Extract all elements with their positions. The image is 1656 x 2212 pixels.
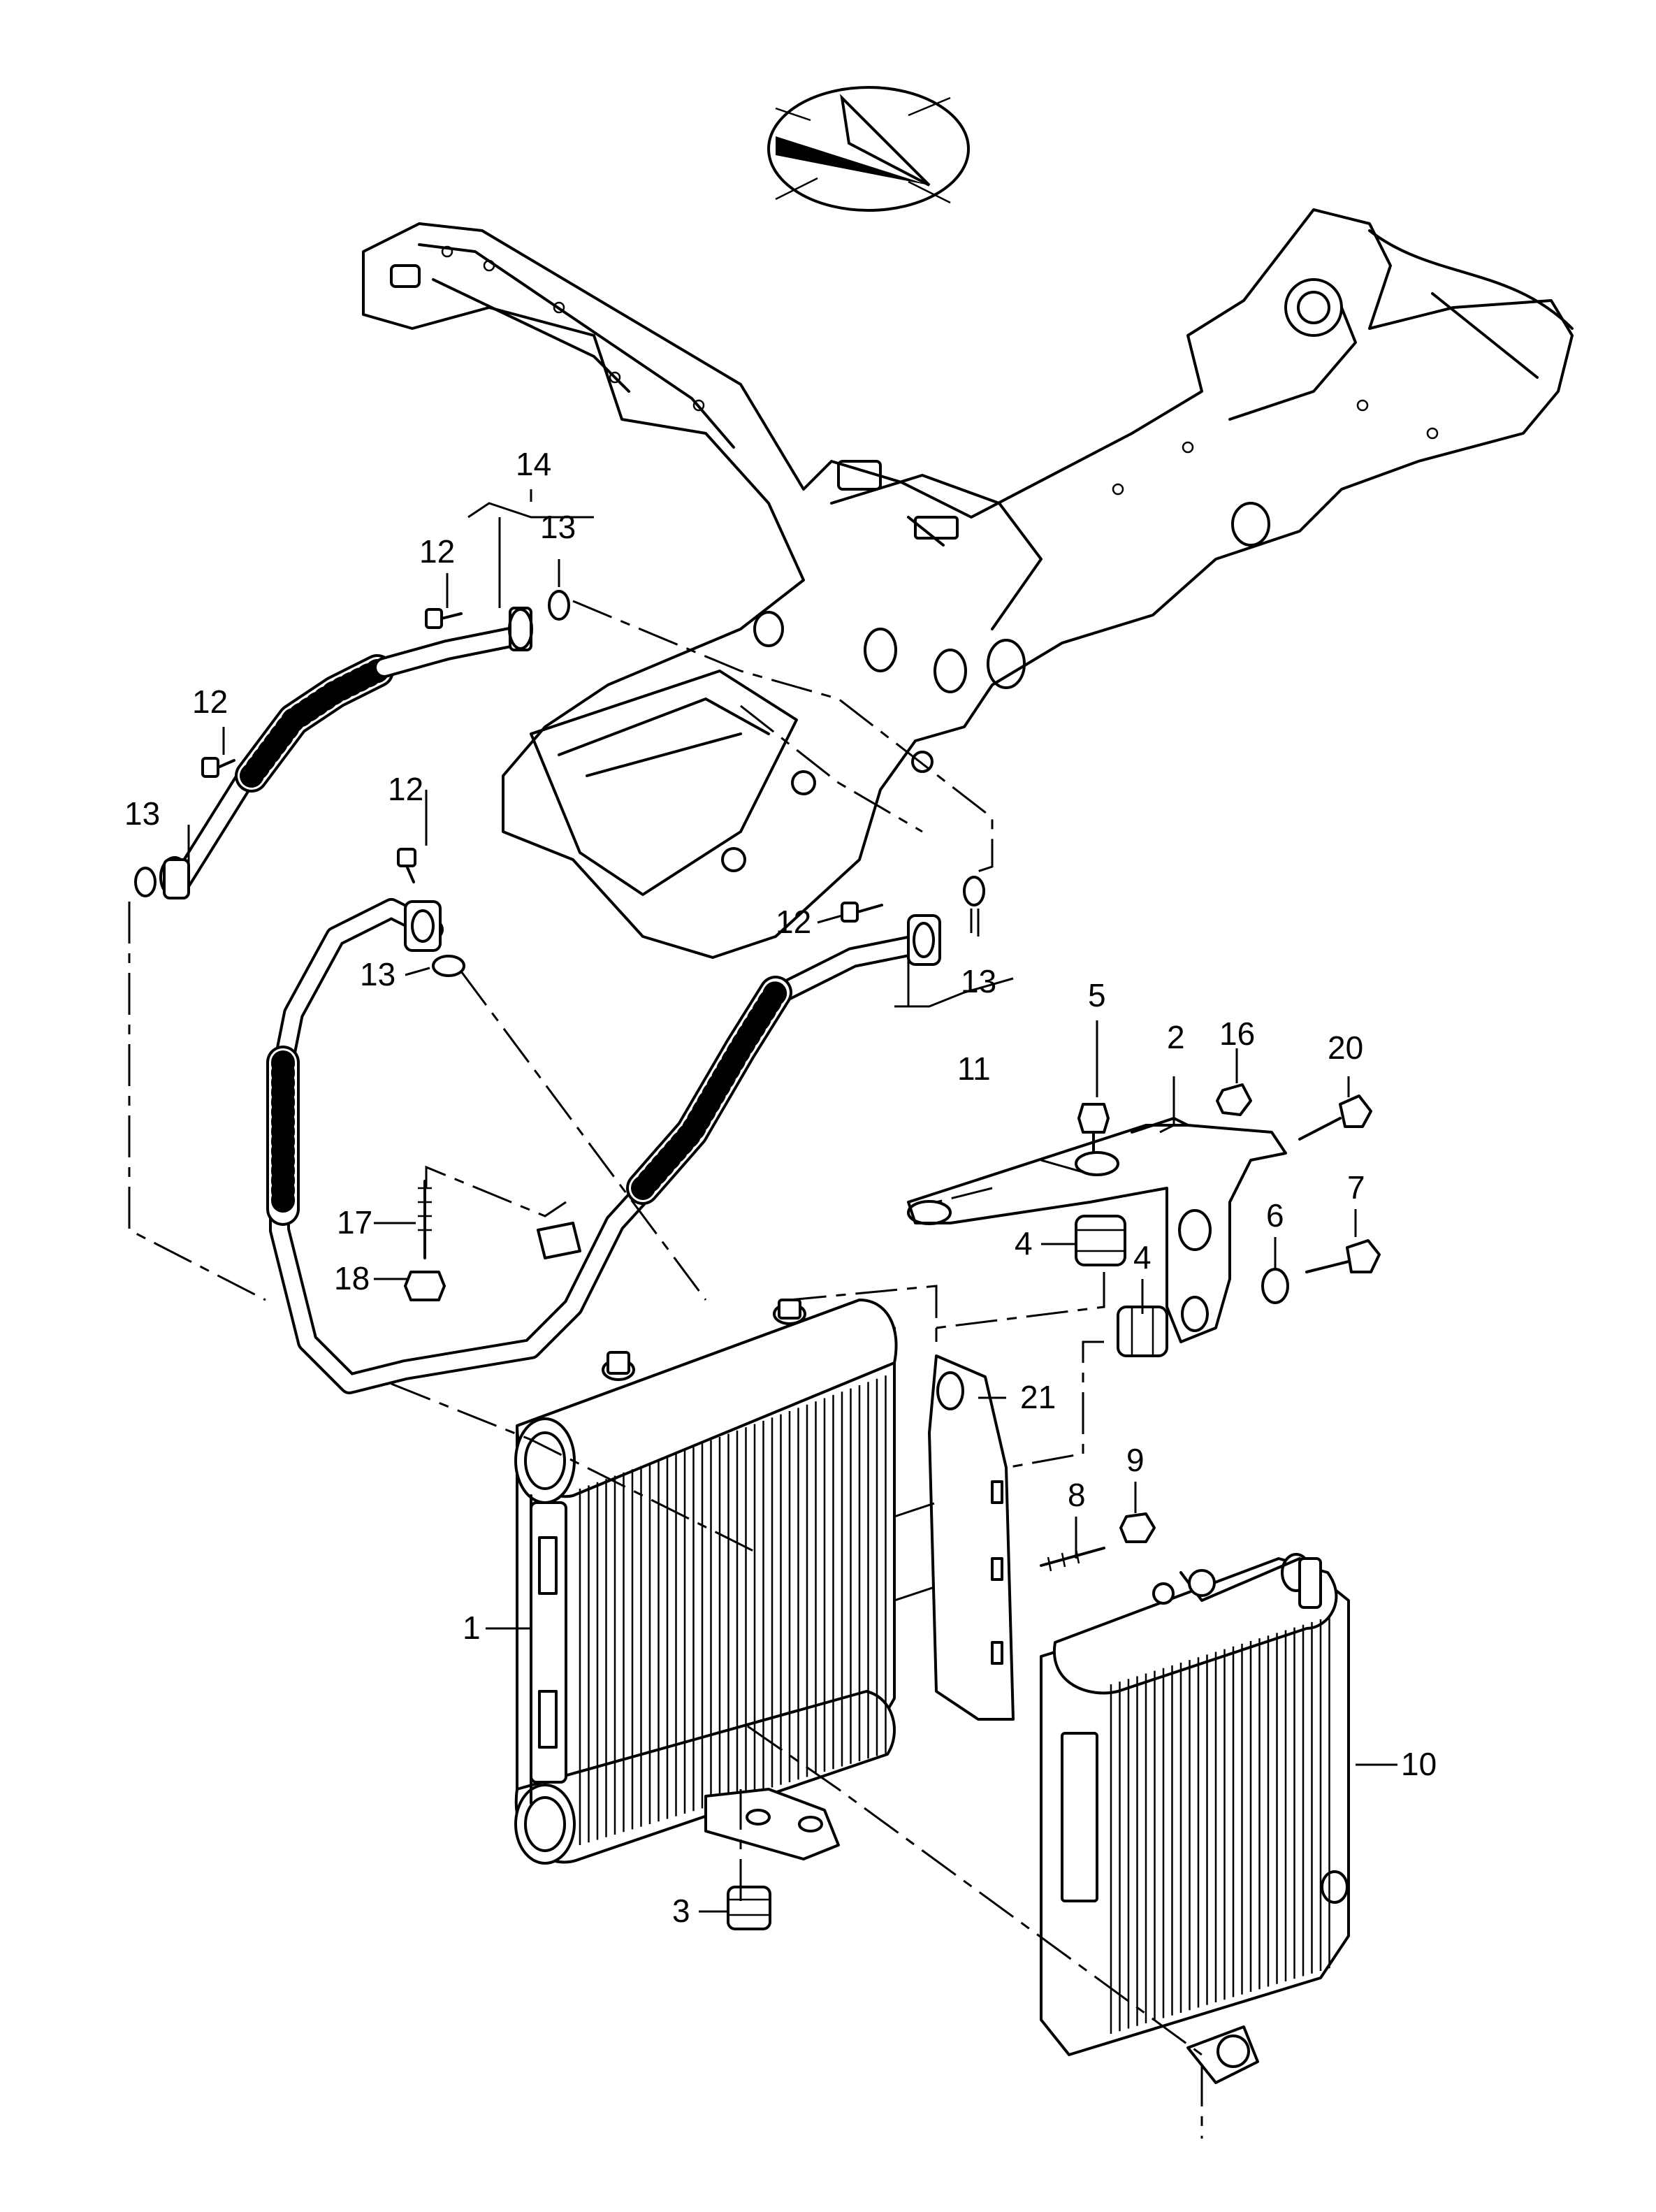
rubber-mount-icon: [1117, 1306, 1168, 1357]
callout-18: 18: [334, 1260, 370, 1296]
subframe-assembly: [362, 208, 1574, 959]
washer-icon: [1075, 1151, 1119, 1176]
fasteners: [134, 590, 985, 977]
bolt-icon: [1305, 1239, 1381, 1273]
callout-13a: 13: [540, 509, 576, 545]
callout-6: 6: [1266, 1197, 1284, 1234]
callout-10: 10: [1401, 1746, 1437, 1782]
stud-and-nut: [404, 1180, 446, 1301]
o-ring-icon: [963, 876, 985, 906]
lower-oil-line: [266, 898, 941, 1394]
callout-17: 17: [337, 1204, 372, 1241]
nut-icon: [1216, 1083, 1252, 1116]
callout-9: 9: [1126, 1442, 1145, 1478]
callout-12b: 12: [192, 684, 228, 720]
rubber-mount-icon: [727, 1886, 771, 1930]
bolt-icon: [1077, 1103, 1110, 1162]
callout-16: 16: [1219, 1015, 1255, 1052]
callout-21: 21: [1020, 1379, 1056, 1415]
bolt-icon: [425, 608, 463, 629]
callout-2: 2: [1167, 1019, 1185, 1055]
bolt-icon: [397, 848, 416, 883]
callout-11: 11: [957, 1050, 991, 1087]
callout-13d: 13: [961, 963, 996, 999]
o-ring-icon: [134, 867, 157, 897]
washer-icon: [1261, 1268, 1289, 1304]
callout-14: 14: [516, 446, 551, 482]
callout-8: 8: [1068, 1477, 1086, 1513]
callout-12a: 12: [419, 533, 455, 570]
callout-4a: 4: [1015, 1225, 1033, 1262]
upper-oil-line: [159, 607, 533, 899]
bolt-icon: [201, 757, 235, 778]
nut-icon: [1119, 1512, 1156, 1543]
oil-cooler-main: [514, 1299, 898, 1865]
oil-cooler-secondary: [1040, 1553, 1350, 2084]
radiator-bracket: [928, 1354, 1015, 1721]
bolt-icon: [841, 902, 883, 923]
callout-7: 7: [1347, 1169, 1365, 1206]
o-ring-icon: [432, 955, 465, 977]
bolt-icon: [1298, 1094, 1372, 1141]
assembly-lines: [128, 600, 1203, 2139]
rubber-mount-icon: [1075, 1215, 1126, 1266]
callout-5: 5: [1088, 977, 1106, 1013]
callout-12d: 12: [776, 904, 811, 940]
o-ring-icon: [548, 590, 570, 621]
callout-labels: 1 2 3 4 4 5 6 7 8 9 10 11 12 12 12 12 13…: [124, 446, 1437, 1929]
callout-4b: 4: [1133, 1239, 1152, 1275]
callout-leaders: [187, 489, 1397, 1913]
orientation-compass-icon: [767, 86, 970, 212]
callout-20: 20: [1328, 1029, 1363, 1066]
callout-13c: 13: [360, 956, 395, 992]
callout-13b: 13: [124, 795, 160, 832]
callout-3: 3: [672, 1893, 690, 1929]
callout-12c: 12: [388, 771, 423, 807]
callout-1: 1: [463, 1610, 481, 1646]
